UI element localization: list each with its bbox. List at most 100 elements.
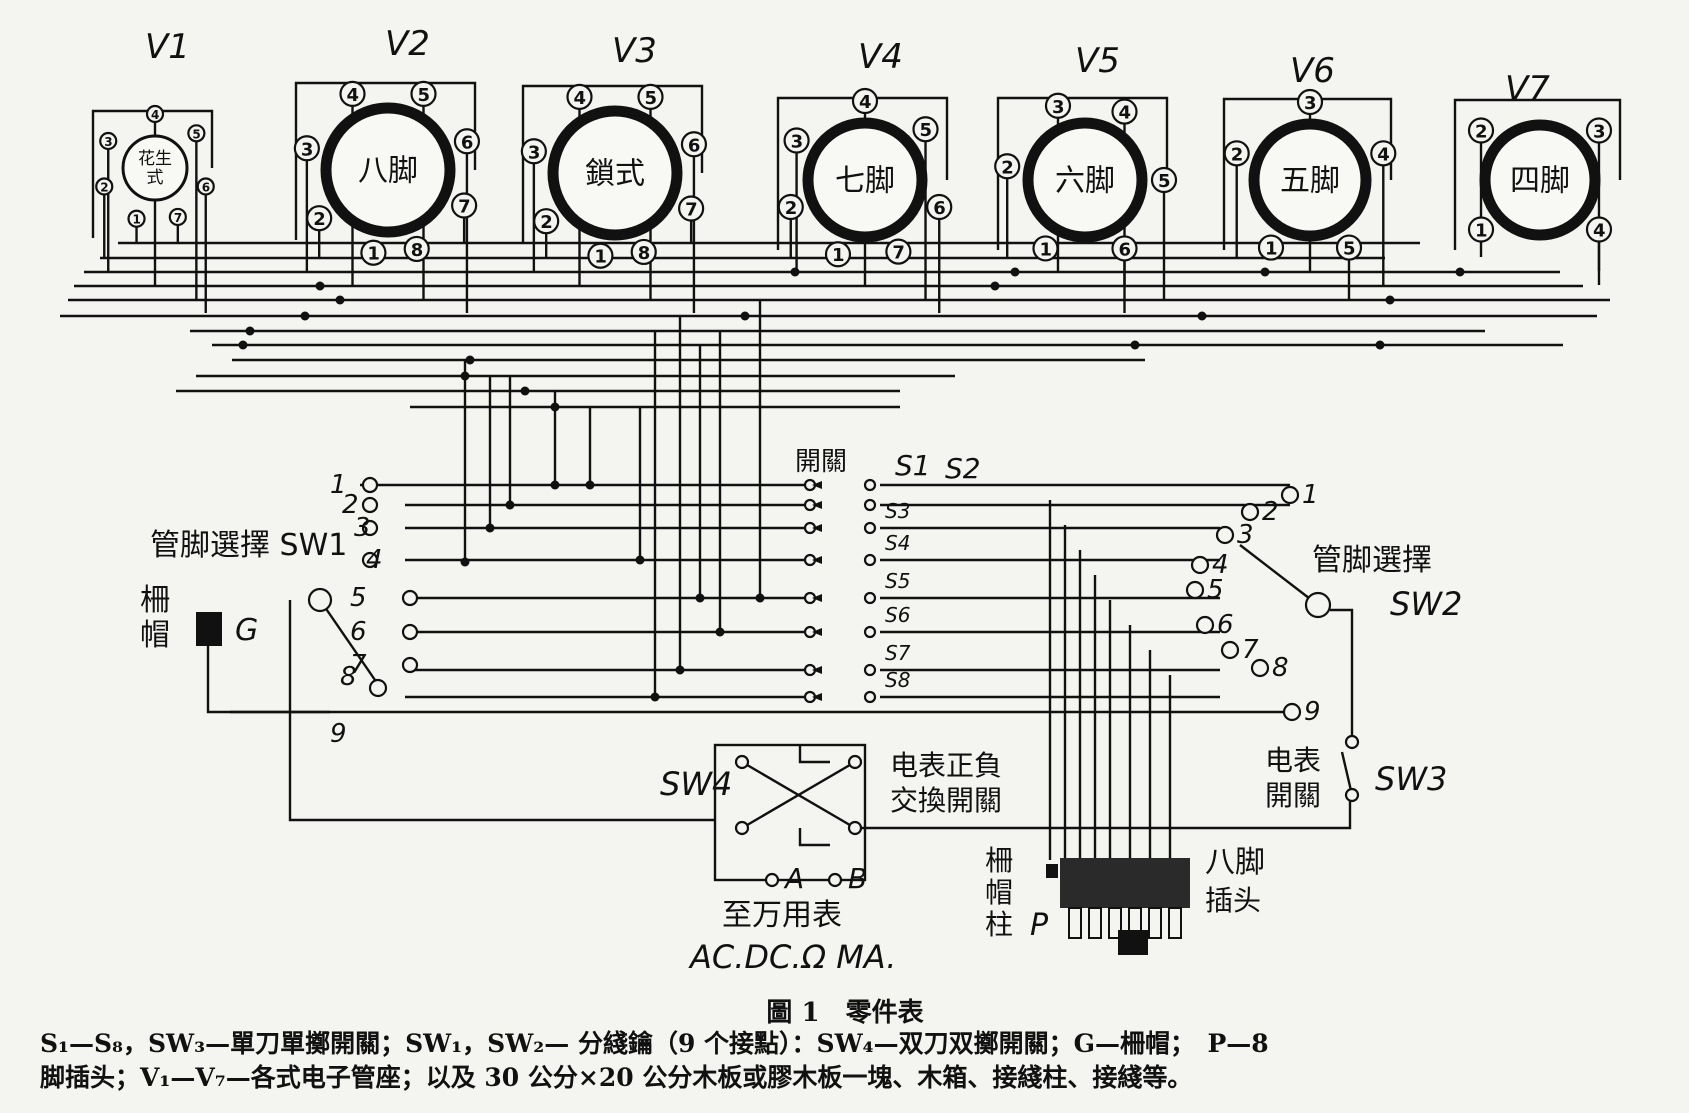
pin-number: 2 (785, 198, 798, 219)
junction-dot (1455, 267, 1465, 277)
s-switch-label: S8 (885, 668, 910, 692)
pin-number: 6 (688, 135, 701, 156)
pin-number: 6 (461, 132, 474, 153)
grid-cap-post (1046, 864, 1058, 878)
switch-contact (863, 625, 877, 639)
tube-label: V2 (385, 24, 430, 64)
pin-number: 3 (528, 142, 541, 163)
socket-type-label: 四脚 (1510, 164, 1570, 199)
junction-dot (635, 555, 645, 565)
s-header-label: 開關 (795, 447, 847, 477)
switch-arrow (812, 628, 822, 636)
socket-pin (187, 124, 206, 143)
pin-number: 5 (417, 85, 430, 106)
sw3-wire (1330, 608, 1354, 742)
pin-number: 6 (202, 180, 210, 194)
socket-pin (1044, 92, 1072, 119)
switch-contact (863, 478, 877, 492)
sw1-position-number: 7 (350, 650, 367, 680)
sw4-contact (734, 820, 750, 836)
plug-post-symbol: P (1030, 908, 1049, 943)
pin-number: 1 (1265, 239, 1278, 260)
plug-pin (1088, 907, 1102, 939)
meter-modes: AC.DC.Ω MA. (688, 938, 896, 976)
socket-pin (1111, 235, 1138, 262)
junction-dot (790, 267, 800, 277)
switch-contact (863, 521, 877, 535)
sw4-blade (798, 745, 830, 764)
sw3-contact (1344, 787, 1360, 803)
sw1-to-sw4-wire (288, 600, 715, 822)
socket-pin (293, 135, 320, 162)
socket-pin (1257, 234, 1285, 261)
meter-label: 至万用表 (722, 898, 842, 933)
grid-cap-label: 帽 (140, 618, 170, 653)
plug-pin (1148, 907, 1162, 939)
pin-number: 7 (174, 211, 182, 225)
junction-dot (990, 281, 1000, 291)
sw2-position-number: 2 (1262, 497, 1279, 527)
pin-number: 1 (1040, 239, 1053, 260)
sw1-wiper (319, 599, 376, 681)
junction-dot (520, 386, 530, 396)
pin-number: 1 (1475, 220, 1488, 241)
junction-dot (695, 593, 705, 603)
meter-terminal-a-label: A (783, 862, 804, 895)
sw1-position-number: 5 (350, 583, 367, 613)
pin-number: 1 (367, 244, 380, 265)
socket-type-label: 鎖式 (585, 157, 645, 192)
pin-number: 3 (1593, 122, 1606, 143)
socket-pin (566, 83, 593, 110)
socket-pin (306, 205, 333, 232)
pin-number: 4 (859, 92, 872, 113)
sw1-contact (401, 656, 419, 674)
switch-contact (863, 663, 877, 677)
pin-number: 2 (313, 209, 326, 230)
socket-pin (1370, 140, 1397, 167)
socket-type-label: 六脚 (1055, 164, 1115, 199)
switch-contact (863, 690, 877, 704)
pin-number: 7 (685, 199, 698, 220)
junction-dot (335, 295, 345, 305)
switch-arrow (812, 594, 822, 602)
socket-pin (1111, 98, 1138, 125)
switch-arrow (812, 693, 822, 701)
socket-pin (851, 87, 879, 115)
socket-pin (824, 241, 852, 268)
sw2-contact (1215, 525, 1235, 545)
sw1-position-8: 8 (340, 662, 357, 692)
tube-label: V6 (1290, 51, 1335, 91)
socket-pin (926, 193, 953, 221)
sw2-position-number: 9 (1304, 697, 1321, 727)
sw3-blade (1340, 751, 1354, 796)
junction-dot (675, 665, 685, 675)
switch-contact (863, 498, 877, 512)
sw2-contact (1282, 702, 1302, 722)
plug-post-label: 柵 (985, 844, 1013, 877)
pin-number: 2 (1475, 122, 1488, 143)
socket-pin (1335, 234, 1363, 261)
sw4-blade (798, 828, 830, 847)
plug-key (1118, 930, 1148, 955)
grid-cap-g-label: G (235, 613, 258, 648)
pin-number: 8 (411, 240, 424, 261)
sw2-label: 管脚選擇 (1312, 543, 1432, 578)
sw1-contact (361, 496, 379, 514)
sw2-wiper (1239, 544, 1319, 606)
socket-pin (912, 116, 939, 143)
pin-number: 1 (133, 213, 141, 227)
sw2-contact (1220, 640, 1240, 660)
sw1-wiper-pivot (307, 587, 333, 613)
sw2-position-number: 4 (1212, 550, 1229, 580)
pin-number: 7 (892, 243, 905, 264)
socket-pin (145, 104, 165, 124)
sw2-wiper-pivot (1304, 591, 1332, 619)
socket-pin (339, 80, 366, 107)
pin-number: 4 (151, 108, 159, 122)
s-switch-label: S4 (885, 531, 910, 555)
socket-type-label: 五脚 (1280, 164, 1340, 199)
junction-dot (1130, 340, 1140, 350)
